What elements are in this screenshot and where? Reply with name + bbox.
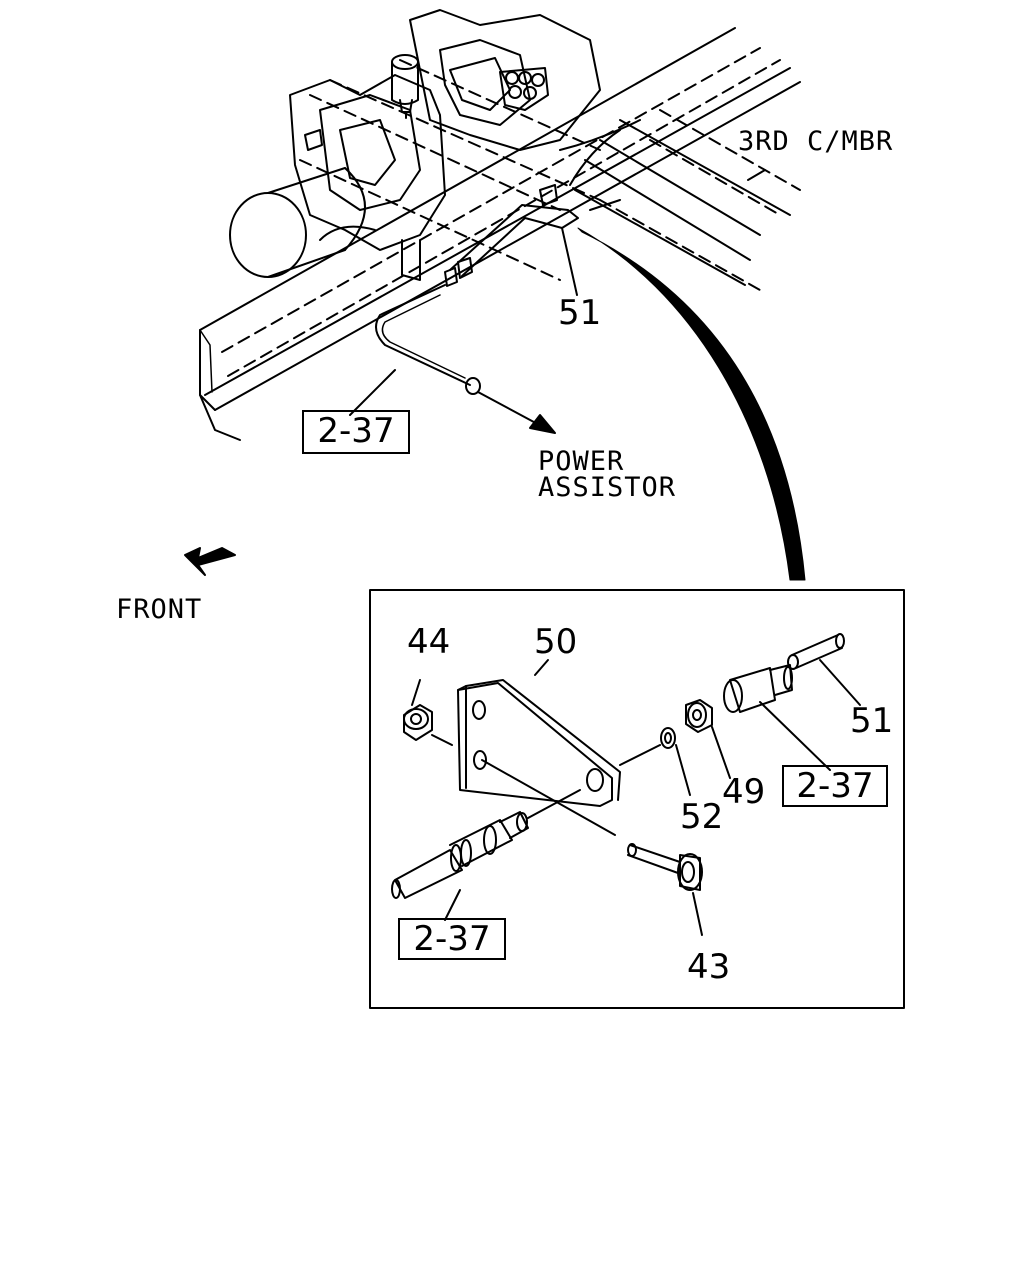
bolt-43 bbox=[627, 843, 703, 936]
detail-box bbox=[369, 589, 905, 1009]
power-assistor-arrow bbox=[477, 391, 556, 434]
frame-rail bbox=[199, 27, 801, 441]
leader-lines-top bbox=[349, 169, 766, 416]
engine-block bbox=[289, 9, 601, 281]
hose-fitting bbox=[391, 789, 581, 921]
callout-52: 52 bbox=[680, 797, 724, 837]
callout-50: 50 bbox=[534, 622, 578, 662]
callout-44: 44 bbox=[407, 622, 451, 662]
callout-51-detail: 51 bbox=[850, 701, 894, 741]
ref-box-detail-left: 2-37 bbox=[398, 918, 506, 960]
bracket-50 bbox=[457, 659, 621, 807]
third-crossmember bbox=[559, 109, 801, 291]
sensor-plug bbox=[391, 54, 419, 119]
ref-box-detail-right: 2-37 bbox=[782, 765, 888, 807]
callout-43: 43 bbox=[687, 947, 731, 987]
crossmember-label: 3RD C/MBR bbox=[738, 126, 894, 157]
front-arrow-icon bbox=[184, 547, 236, 576]
power-assistor-label-line1: POWER bbox=[538, 446, 625, 477]
detail-pointer-curve bbox=[577, 227, 806, 581]
ref-box-top: 2-37 bbox=[302, 410, 410, 454]
callout-51-top: 51 bbox=[558, 293, 602, 333]
washer-52 bbox=[619, 727, 691, 796]
union-fitting bbox=[723, 664, 831, 771]
front-label: FRONT bbox=[116, 594, 203, 625]
nut-49 bbox=[685, 699, 731, 779]
callout-49: 49 bbox=[722, 772, 766, 812]
pipe-51 bbox=[787, 633, 861, 706]
nut-44 bbox=[403, 679, 453, 746]
bolt-guide-line bbox=[481, 759, 616, 836]
cylinder-component bbox=[229, 167, 376, 278]
connector-cluster bbox=[499, 67, 549, 111]
power-assistor-label-line2: ASSISTOR bbox=[538, 472, 677, 503]
brake-pipe-top bbox=[375, 184, 579, 395]
